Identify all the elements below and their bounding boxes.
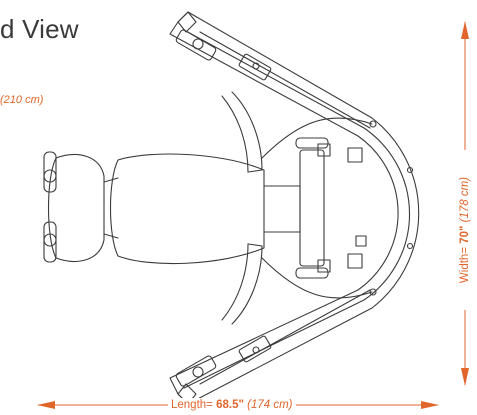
bottom-knob xyxy=(192,366,204,378)
width-metric: (178 cm) xyxy=(459,176,471,226)
pad-upper xyxy=(347,147,363,163)
center-spine xyxy=(263,185,301,233)
cable-upper xyxy=(261,117,373,159)
left-handle-lower xyxy=(43,221,57,263)
length-prefix: Length= xyxy=(171,399,217,411)
width-value: 70" xyxy=(459,225,471,244)
left-hub-top xyxy=(43,169,57,183)
back-pad xyxy=(110,153,265,265)
upper-pivot-bracket xyxy=(238,53,272,81)
top-endcap xyxy=(177,11,197,33)
lower-press-arm xyxy=(231,245,263,325)
base-frame-inner-line xyxy=(183,29,411,389)
left-handle-upper xyxy=(43,151,57,193)
slide-pin-bottom xyxy=(317,259,331,273)
width-label: Width= 70" (178 cm) xyxy=(458,150,472,310)
slide-handle-bottom xyxy=(295,267,329,279)
arm-bridge-bottom xyxy=(247,243,263,247)
view-title: d View xyxy=(0,14,79,44)
top-knob xyxy=(192,38,204,50)
slide-handle-top xyxy=(295,137,329,149)
lower-pivot-bracket xyxy=(238,335,272,363)
upper-rail xyxy=(199,31,371,129)
lower-rail xyxy=(199,289,371,385)
length-value: 68.5" xyxy=(216,399,244,411)
stop-upper xyxy=(355,235,367,247)
seat-pad xyxy=(48,154,105,262)
upper-press-arm xyxy=(231,91,263,171)
center-slide xyxy=(299,149,325,267)
width-prefix: Width= xyxy=(459,243,471,284)
length-label: Length= 68.5" (174 cm) xyxy=(168,398,296,412)
length-metric: (174 cm) xyxy=(243,399,293,411)
slide-pin-top xyxy=(317,143,331,157)
lower-press-arm-2 xyxy=(221,243,249,321)
left-hub-bottom xyxy=(43,233,57,247)
seat-connector xyxy=(103,177,119,239)
cable-lower xyxy=(261,257,373,299)
pad-lower xyxy=(347,253,363,269)
arm-bridge-top xyxy=(247,169,263,173)
base-frame-outer xyxy=(169,11,420,405)
height-metric-label: (210 cm) xyxy=(0,94,44,106)
